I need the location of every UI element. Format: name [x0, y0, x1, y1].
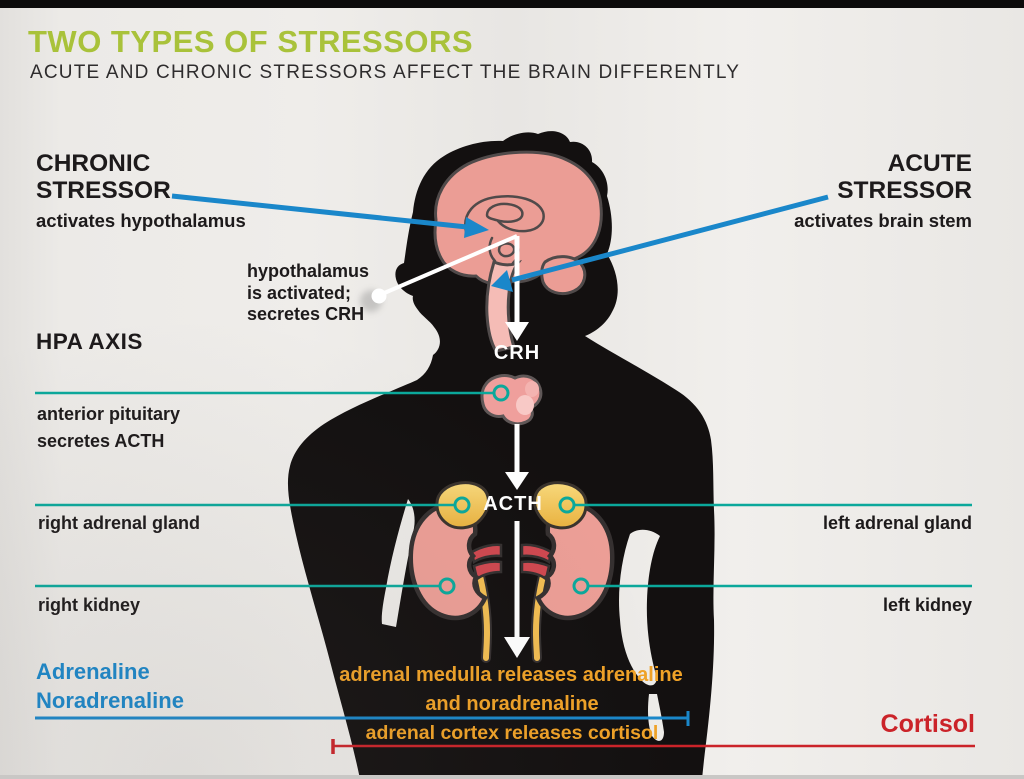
right-kidney-label: right kidney [38, 595, 141, 615]
top-border-bar [0, 0, 1024, 8]
chronic-stressor-label: CHRONIC STRESSOR [36, 150, 171, 204]
cortisol-label: Cortisol [880, 710, 975, 738]
crh-label: CRH [493, 342, 541, 364]
acth-label: ACTH [483, 493, 543, 515]
kidney-leader-dot-right [572, 577, 590, 595]
chronic-caption: activates hypothalamus [36, 210, 246, 231]
brain-illustration [433, 150, 603, 353]
adrenaline-line1: Adrenaline [36, 659, 150, 684]
hpa-axis-label: HPA AXIS [36, 329, 143, 354]
adrenal-gland-shape [435, 481, 490, 530]
renal-vein [472, 560, 503, 582]
chronic-line2: STRESSOR [36, 177, 171, 204]
cortisol-underline [331, 739, 975, 754]
pituitary-line1: anterior pituitary [37, 404, 181, 424]
acute-arrow [491, 194, 829, 292]
page-subtitle: ACUTE AND CHRONIC STRESSORS AFFECT THE B… [30, 62, 741, 83]
leader-lines [35, 384, 972, 595]
cortex-caption: adrenal cortex releases cortisol [365, 722, 659, 744]
acute-line1: ACUTE [887, 150, 972, 177]
note-line3: secretes CRH [247, 304, 365, 324]
pituitary-leader-dot [492, 384, 510, 402]
left-adrenal-label: left adrenal gland [822, 513, 972, 533]
note-line2: is activated; [247, 282, 352, 303]
medulla-caption-line1: adrenal medulla releases adrenaline [339, 664, 683, 686]
hypothalamus-note: hypothalamus is activated; secretes CRH [247, 261, 369, 326]
kidneys-illustration [408, 481, 612, 663]
adrenaline-label: Adrenaline Noradrenaline [36, 657, 184, 715]
note-line1: hypothalamus [247, 261, 370, 281]
adrenal-leader-dot-right [558, 496, 576, 514]
medulla-caption-line2: and noradrenaline [425, 693, 599, 715]
acute-caption: activates brain stem [794, 210, 972, 231]
anterior-pituitary-label: anterior pituitary secretes ACTH [37, 401, 180, 455]
note-connector-line [360, 234, 518, 312]
adrenal-leader-dot-left [453, 496, 471, 514]
right-adrenal-label: right adrenal gland [38, 513, 201, 533]
adrenal-flow-arrow [504, 521, 530, 658]
adrenaline-line2: Noradrenaline [36, 688, 184, 713]
kidney-leader-dot-left [438, 577, 456, 595]
pituitary-line2: secretes ACTH [37, 431, 165, 451]
acth-flow-arrow [505, 424, 529, 490]
chronic-line1: CHRONIC [36, 150, 151, 177]
page-title: TWO TYPES OF STRESSORS [28, 24, 474, 59]
left-kidney-label: left kidney [882, 595, 972, 615]
bottom-border-bar [0, 775, 1024, 779]
chronic-arrow [171, 193, 489, 238]
acute-line2: STRESSOR [837, 177, 972, 204]
body-silhouette [288, 131, 715, 779]
right-kidney-unit [408, 481, 503, 663]
acute-stressor-label: ACUTE STRESSOR [837, 150, 972, 204]
renal-artery [470, 543, 503, 565]
note-connector-dot [371, 288, 387, 304]
adrenaline-underline [35, 711, 690, 726]
kidney-shape [408, 501, 488, 621]
